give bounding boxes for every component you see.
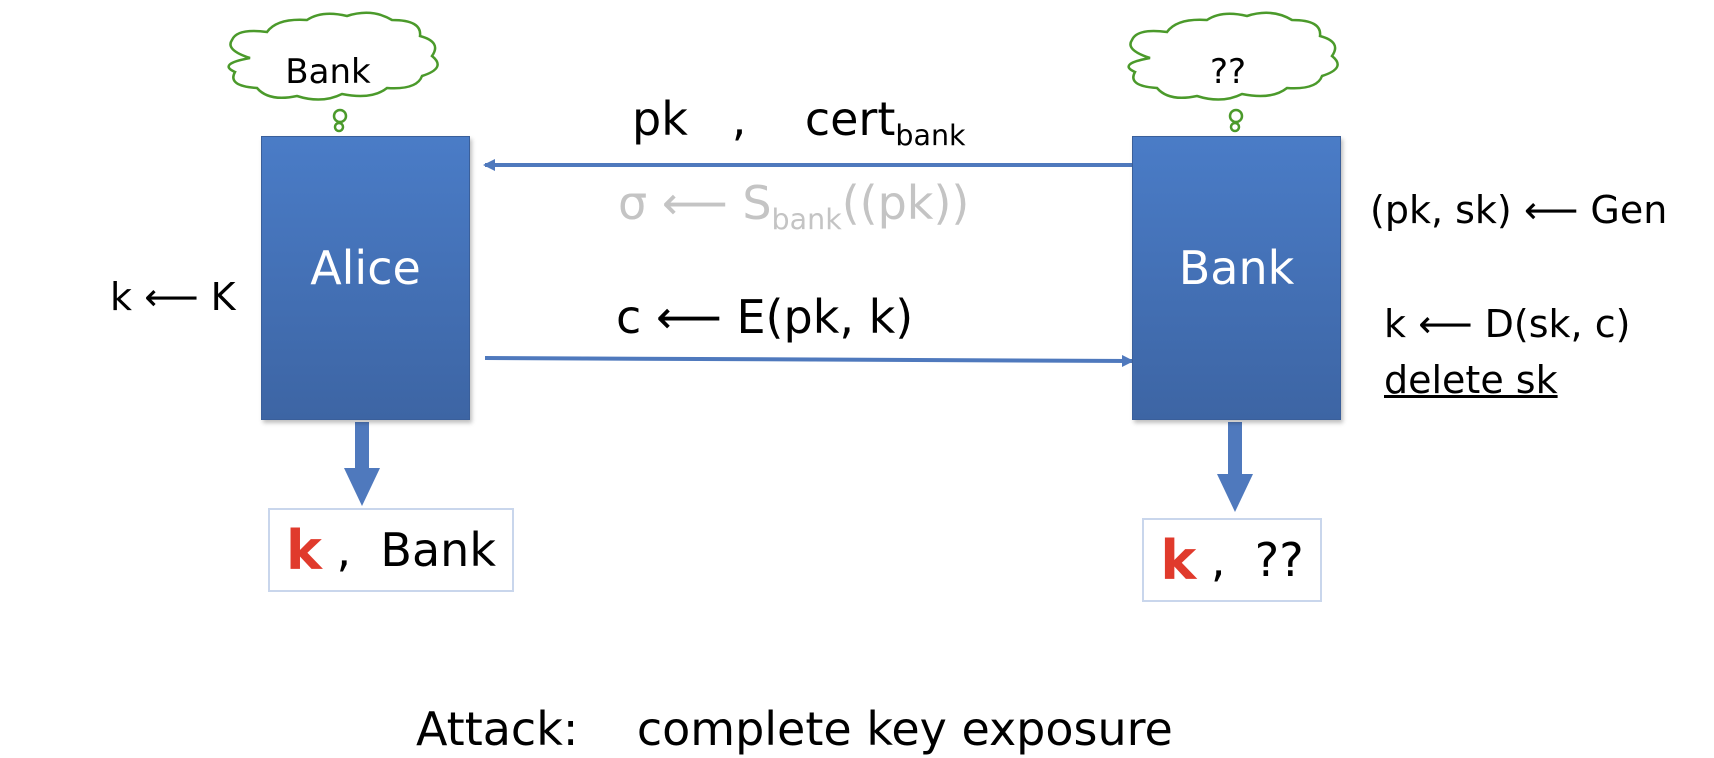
top-message: pk , certbank (632, 92, 966, 150)
alice-key-sample: k ⟵ K (110, 275, 236, 319)
bank-decrypt: k ⟵ D(sk, c) (1384, 302, 1631, 346)
bank-delete-sk: delete sk (1384, 358, 1558, 402)
signature-line: σ ⟵ Sbank((pk)) (618, 176, 970, 234)
alice-box: Alice (261, 136, 470, 420)
alice-output-box: k , Bank (268, 508, 514, 592)
alice-box-label: Alice (310, 241, 421, 295)
bank-output-rest: , ?? (1196, 533, 1304, 587)
bank-output-arrow (1217, 422, 1253, 512)
sig-prefix: σ ⟵ S (618, 176, 772, 230)
bank-box-label: Bank (1178, 241, 1295, 295)
sig-subscript: bank (771, 202, 842, 236)
sig-suffix: ((pk)) (841, 176, 970, 230)
bank-keygen: (pk, sk) ⟵ Gen (1370, 188, 1668, 232)
arrow-alice-to-bank (484, 354, 1134, 367)
bank-cloud-text: ?? (1209, 52, 1247, 92)
bank-output-box: k , ?? (1142, 518, 1322, 602)
cert-label: cert (804, 92, 896, 146)
alice-output-arrow (344, 422, 380, 506)
alice-output-rest: , Bank (321, 523, 496, 577)
bank-box: Bank (1132, 136, 1341, 420)
alice-cloud-text: Bank (285, 52, 371, 92)
caption: Attack: complete key exposure (416, 702, 1173, 756)
pk-label: pk (632, 92, 688, 146)
cipher-message: c ⟵ E(pk, k) (616, 290, 914, 344)
alice-thought-cloud (227, 11, 439, 133)
alice-output-key: k (286, 518, 322, 582)
cert-subscript: bank (895, 118, 966, 152)
bank-thought-cloud (1127, 11, 1339, 133)
comma-label: , (731, 92, 747, 146)
bank-output-key: k (1160, 528, 1197, 592)
